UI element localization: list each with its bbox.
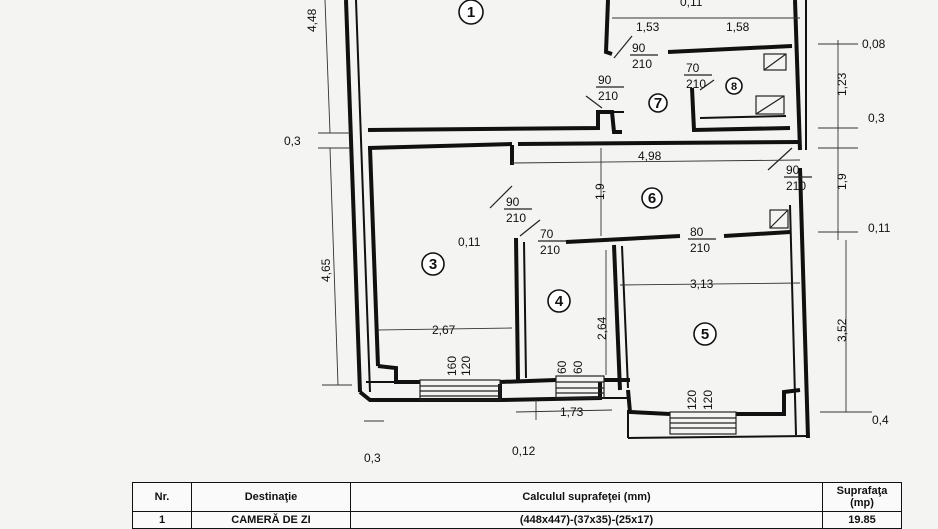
room-number-3: 3	[429, 256, 437, 273]
dim-2-67: 2,67	[432, 323, 456, 337]
dim-1-23: 1,23	[835, 72, 849, 96]
door-leaves	[489, 35, 793, 237]
dimension-labels: 4,48 0,3 4,65 0,3 0,12 1,53 1,58 0,11 0,…	[284, 0, 891, 465]
dim-0-11-left: 0,11	[458, 235, 481, 249]
room-markers: 1 3 4 5 6 7 8	[421, 0, 743, 346]
svg-text:210: 210	[540, 243, 560, 257]
row-area: 19.85	[822, 511, 902, 529]
window-labels: 160 120 60 60 120 120	[445, 356, 715, 410]
header-area: Suprafaţa (mp)	[822, 482, 902, 512]
dim-1-58: 1,58	[726, 20, 750, 34]
svg-text:70: 70	[540, 227, 554, 241]
door-label: 90 210	[504, 195, 532, 225]
door-label: 90 210	[784, 163, 812, 193]
svg-text:90: 90	[598, 73, 612, 87]
dim-0-11-right: 0,11	[868, 221, 891, 235]
svg-text:210: 210	[690, 241, 710, 255]
dim-1-9-right: 1,9	[835, 173, 849, 190]
svg-text:210: 210	[786, 179, 806, 193]
dimension-lines	[318, 0, 872, 422]
svg-text:80: 80	[690, 225, 704, 239]
door-label: 90 210	[630, 41, 658, 71]
dim-2-64: 2,64	[595, 316, 609, 340]
window-label: 60	[571, 360, 585, 374]
dim-3-52: 3,52	[835, 318, 849, 342]
dim-0-08: 0,08	[862, 37, 886, 51]
header-nr: Nr.	[132, 482, 192, 512]
door-label: 70 210	[538, 227, 566, 257]
window-label: 120	[459, 356, 473, 376]
room-number-1: 1	[467, 4, 475, 21]
dim-4-65: 4,65	[319, 258, 333, 282]
row-destination: CAMERĂ DE ZI	[191, 511, 351, 529]
window-label: 120	[701, 390, 715, 410]
header-calculation: Calculul suprafeţei (mm)	[350, 482, 823, 512]
door-labels: 90 210 90 210 70 210 90 210 90 210 70 21…	[504, 41, 812, 257]
dim-1-73: 1,73	[560, 405, 584, 419]
svg-text:90: 90	[786, 163, 800, 177]
svg-text:90: 90	[506, 195, 520, 209]
door-label: 90 210	[596, 73, 624, 103]
room-number-8: 8	[731, 81, 737, 93]
dim-0-3-right: 0,3	[868, 111, 885, 125]
room-number-7: 7	[654, 95, 662, 112]
door-label: 80 210	[688, 225, 716, 255]
svg-text:210: 210	[506, 211, 526, 225]
svg-text:210: 210	[632, 57, 652, 71]
row-calculation: (448x447)-(37x35)-(25x17)	[350, 511, 823, 529]
room-number-4: 4	[555, 293, 564, 310]
dim-0-3-bottom: 0,3	[364, 451, 381, 465]
dim-1-9-mid: 1,9	[593, 183, 607, 200]
room-number-6: 6	[648, 190, 656, 207]
dim-0-11-top: 0,11	[680, 0, 703, 9]
window-label: 160	[445, 356, 459, 376]
table-row: 1 CAMERĂ DE ZI (448x447)-(37x35)-(25x17)…	[132, 511, 902, 529]
svg-text:210: 210	[686, 77, 706, 91]
dim-4-98: 4,98	[638, 149, 662, 163]
area-table: Nr. Destinaţie Calculul suprafeţei (mm) …	[132, 482, 902, 529]
window-label: 60	[555, 360, 569, 374]
windows	[419, 375, 737, 435]
door-label: 70 210	[684, 61, 712, 91]
header-destination: Destinaţie	[191, 482, 351, 512]
table-header-row: Nr. Destinaţie Calculul suprafeţei (mm) …	[132, 482, 902, 512]
row-nr: 1	[132, 511, 192, 529]
dim-0-12: 0,12	[512, 444, 536, 458]
svg-text:70: 70	[686, 61, 700, 75]
dim-4-48: 4,48	[305, 8, 319, 32]
svg-text:90: 90	[632, 41, 646, 55]
svg-text:210: 210	[598, 89, 618, 103]
dim-0-3-left: 0,3	[284, 134, 301, 148]
room-number-5: 5	[701, 326, 709, 343]
window-label: 120	[685, 390, 699, 410]
dim-1-53: 1,53	[636, 20, 660, 34]
dim-3-13: 3,13	[690, 277, 714, 291]
dim-0-4: 0,4	[872, 413, 889, 427]
